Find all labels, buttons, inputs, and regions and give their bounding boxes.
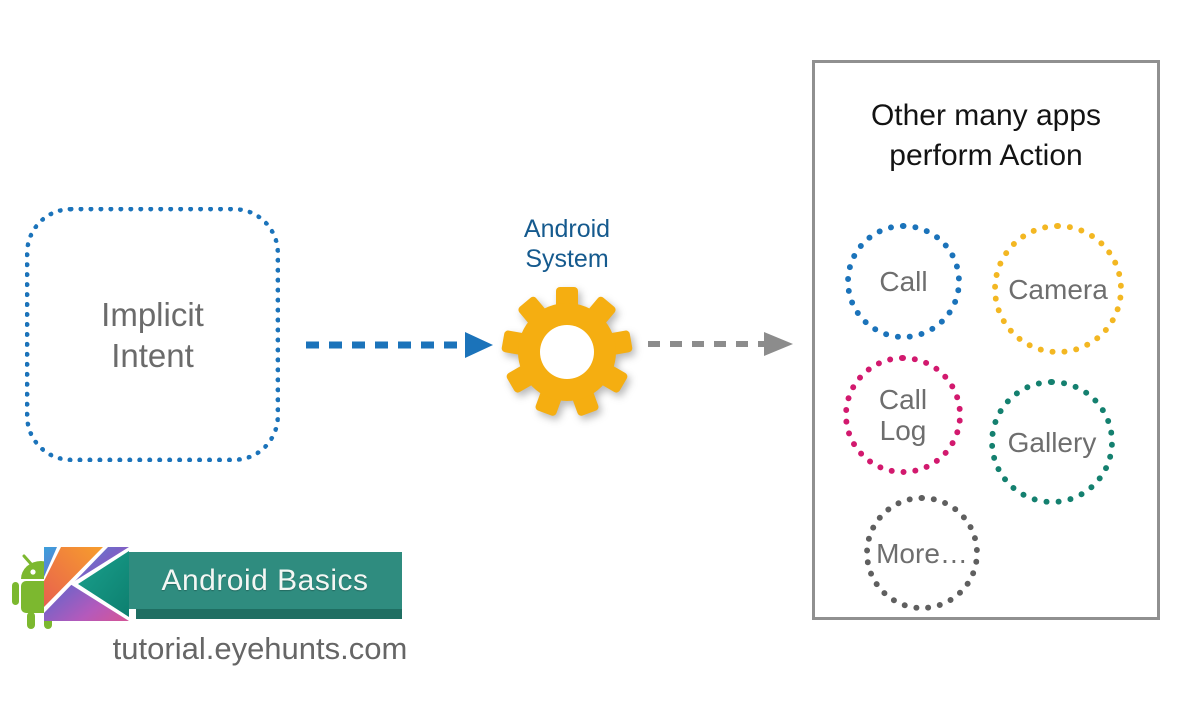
app-label-call-log: Call Log <box>878 384 928 446</box>
arrow-system-to-apps-icon <box>648 332 793 356</box>
android-system-label: Android System <box>523 215 611 273</box>
android-basics-banner-label: Android Basics <box>161 563 369 597</box>
apps-panel: Other many apps perform Action Call Came… <box>812 60 1160 620</box>
app-circle-gallery: Gallery <box>989 379 1115 505</box>
apps-panel-title: Other many apps perform Action <box>870 99 1102 172</box>
app-label-gallery: Gallery <box>1007 426 1097 458</box>
implicit-intent-box: Implicit Intent <box>25 207 280 462</box>
app-circle-call: Call <box>845 223 962 340</box>
banner-shadow-edge <box>136 609 402 619</box>
android-basics-banner: Android Basics <box>128 552 402 609</box>
app-circle-call-log: Call Log <box>843 355 963 475</box>
implicit-intent-label: Implicit Intent <box>101 295 204 374</box>
app-label-camera: Camera <box>1008 273 1108 305</box>
website-url: tutorial.eyehunts.com <box>112 631 408 666</box>
app-label-call: Call <box>879 266 928 297</box>
app-label-more: More… <box>876 537 968 569</box>
arrow-intent-to-system-icon <box>306 332 493 358</box>
app-circle-more: More… <box>864 495 980 611</box>
app-circle-camera: Camera <box>992 223 1124 355</box>
gear-icon <box>500 285 634 419</box>
kotlin-logo <box>44 547 129 626</box>
